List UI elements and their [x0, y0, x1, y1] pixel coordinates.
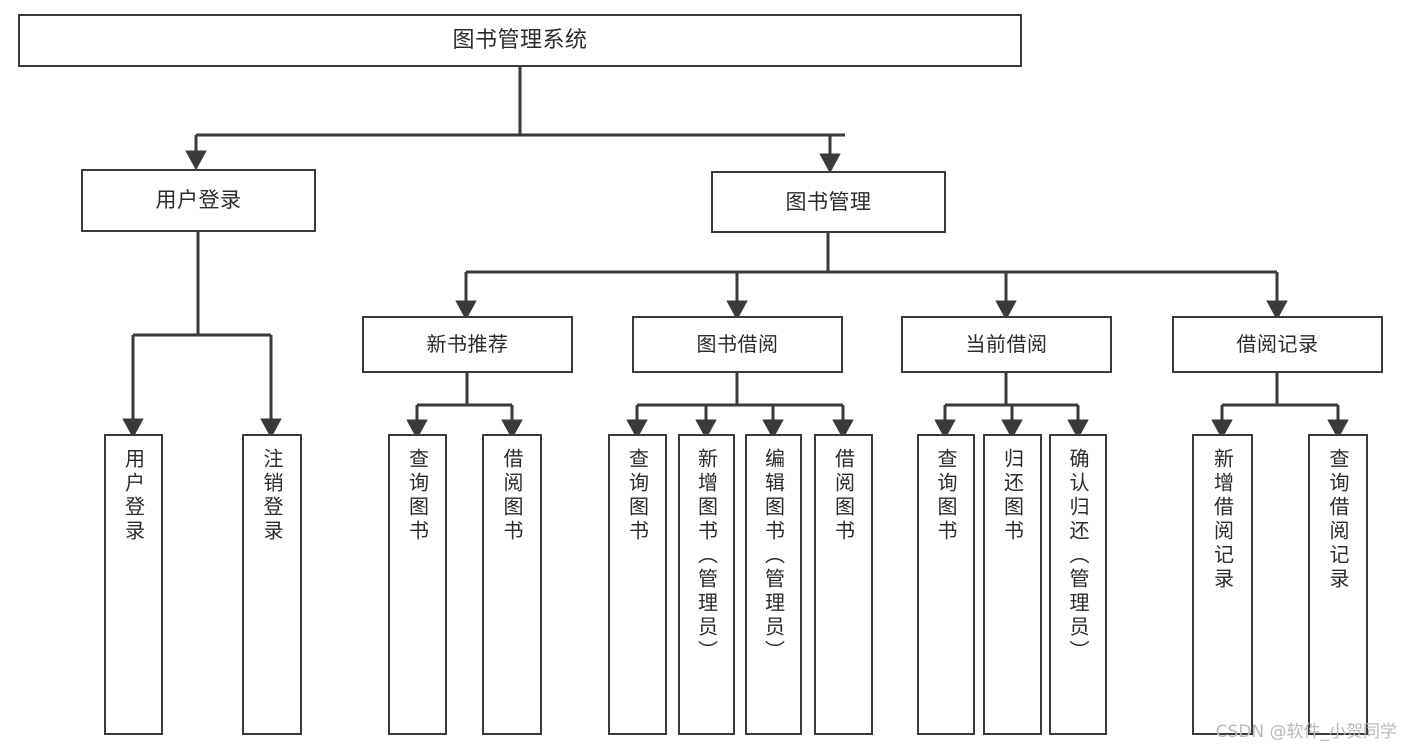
node-leaf-borrow-book[interactable]: 借阅图书 [814, 434, 873, 735]
node-book-management[interactable]: 图书管理 [711, 171, 946, 233]
node-leaf-recommend-search-book-label: 查询图书 [405, 448, 430, 544]
node-leaf-search-borrow-record-label: 查询借阅记录 [1326, 448, 1350, 592]
node-leaf-user-login-label: 用户登录 [121, 448, 146, 544]
node-leaf-add-borrow-record[interactable]: 新增借阅记录 [1192, 434, 1253, 735]
node-book-borrow-label: 图书借阅 [696, 331, 779, 356]
node-leaf-edit-book-admin-label: 编辑图书（管理员） [761, 448, 786, 664]
node-leaf-confirm-return-admin[interactable]: 确认归还（管理员） [1049, 434, 1107, 735]
node-leaf-recommend-borrow-book-label: 借阅图书 [500, 448, 524, 544]
node-leaf-current-search-book-label: 查询图书 [934, 448, 958, 544]
node-new-book-recommend-label: 新书推荐 [426, 331, 509, 356]
node-leaf-edit-book-admin[interactable]: 编辑图书（管理员） [745, 434, 802, 735]
node-borrow-record[interactable]: 借阅记录 [1172, 316, 1383, 373]
node-leaf-borrow-search-book[interactable]: 查询图书 [608, 434, 667, 735]
node-root-system-label: 图书管理系统 [452, 27, 588, 53]
node-leaf-borrow-search-book-label: 查询图书 [625, 448, 650, 544]
node-leaf-return-book[interactable]: 归还图书 [983, 434, 1042, 735]
node-leaf-return-book-label: 归还图书 [1000, 448, 1025, 544]
node-leaf-confirm-return-admin-label: 确认归还（管理员） [1066, 448, 1090, 664]
node-borrow-record-label: 借阅记录 [1236, 331, 1319, 356]
node-leaf-recommend-search-book[interactable]: 查询图书 [388, 434, 447, 735]
node-book-borrow[interactable]: 图书借阅 [632, 316, 843, 373]
node-current-borrow[interactable]: 当前借阅 [901, 316, 1112, 373]
node-leaf-borrow-book-label: 借阅图书 [831, 448, 856, 544]
node-book-management-label: 图书管理 [785, 189, 872, 214]
node-leaf-search-borrow-record[interactable]: 查询借阅记录 [1308, 434, 1368, 735]
node-user-login[interactable]: 用户登录 [81, 169, 316, 232]
node-leaf-user-logout-label: 注销登录 [260, 448, 284, 544]
node-leaf-current-search-book[interactable]: 查询图书 [917, 434, 975, 735]
node-leaf-add-book-admin[interactable]: 新增图书（管理员） [678, 434, 735, 735]
node-current-borrow-label: 当前借阅 [965, 331, 1048, 356]
node-leaf-user-login[interactable]: 用户登录 [104, 434, 163, 735]
node-leaf-add-borrow-record-label: 新增借阅记录 [1210, 448, 1235, 592]
node-leaf-add-book-admin-label: 新增图书（管理员） [694, 448, 719, 664]
node-new-book-recommend[interactable]: 新书推荐 [362, 316, 573, 373]
node-root-system[interactable]: 图书管理系统 [18, 14, 1022, 67]
node-user-login-label: 用户登录 [155, 188, 242, 213]
csdn-watermark: CSDN @软件_小贺同学 [1215, 722, 1397, 742]
node-leaf-recommend-borrow-book[interactable]: 借阅图书 [482, 434, 542, 735]
node-leaf-user-logout[interactable]: 注销登录 [242, 434, 302, 735]
